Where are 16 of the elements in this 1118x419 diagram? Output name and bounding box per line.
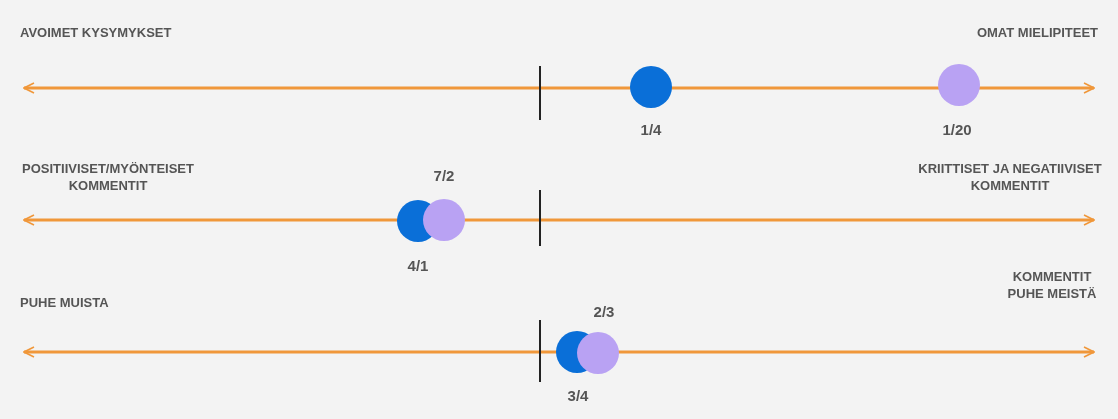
rating-dot	[423, 199, 465, 241]
value-label: 1/20	[941, 122, 973, 138]
rating-dot	[577, 332, 619, 374]
scale-end-label: KRIITTISET JA NEGATIIVISET KOMMENTIT	[917, 160, 1103, 194]
rating-dot	[938, 64, 980, 106]
value-label: 4/1	[406, 258, 430, 274]
value-label: 2/3	[592, 304, 616, 320]
scale-end-label: PUHE MUISTA	[20, 294, 110, 311]
scale-end-label: POSITIIVISET/MYÖNTEISET KOMMENTIT	[21, 160, 195, 194]
value-label: 3/4	[566, 388, 590, 404]
value-label: 1/4	[639, 122, 663, 138]
value-label: 7/2	[432, 168, 456, 184]
scale-end-label: AVOIMET KYSYMYKSET	[20, 24, 173, 41]
scale-end-label: OMAT MIELIPITEET	[975, 24, 1098, 41]
rating-dot	[630, 66, 672, 108]
scale-end-label: KOMMENTIT PUHE MEISTÄ	[1006, 268, 1098, 302]
